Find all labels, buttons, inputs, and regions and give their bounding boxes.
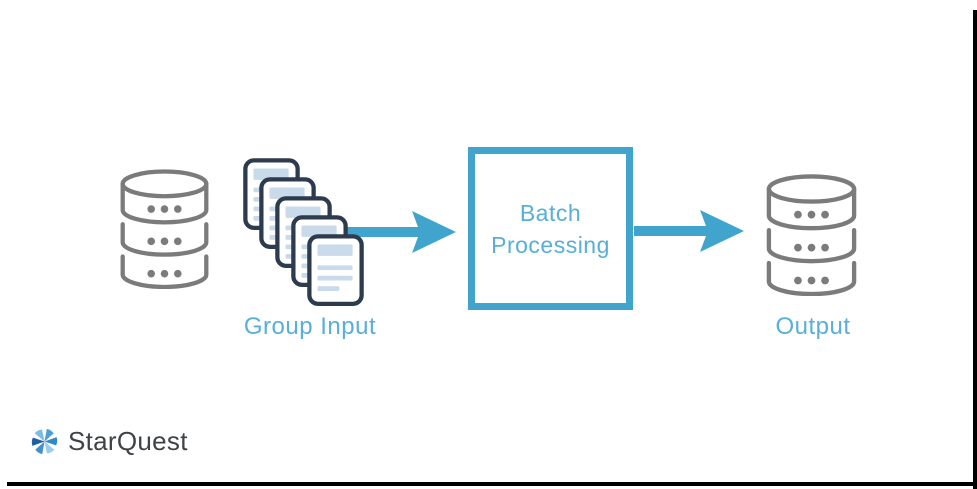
arrow-right-icon xyxy=(634,210,744,252)
batch-processing-box: Batch Processing xyxy=(468,147,633,310)
starquest-logo: StarQuest xyxy=(30,426,188,457)
document-icon xyxy=(309,236,361,303)
database-icon xyxy=(120,169,209,289)
pinwheel-logo-icon xyxy=(31,428,58,455)
database-dots xyxy=(147,205,182,278)
right-edge-line xyxy=(973,10,977,489)
documents-stack-icon xyxy=(243,158,369,310)
output-label: Output xyxy=(775,313,851,340)
batch-processing-label: Batch Processing xyxy=(491,199,610,258)
group-input-label: Group Input xyxy=(243,313,377,340)
logo-wordmark: StarQuest xyxy=(68,426,188,456)
database-icon xyxy=(766,174,857,296)
database-dots xyxy=(794,210,829,285)
bottom-edge-line xyxy=(7,482,977,486)
arrow-right-icon xyxy=(345,211,456,253)
